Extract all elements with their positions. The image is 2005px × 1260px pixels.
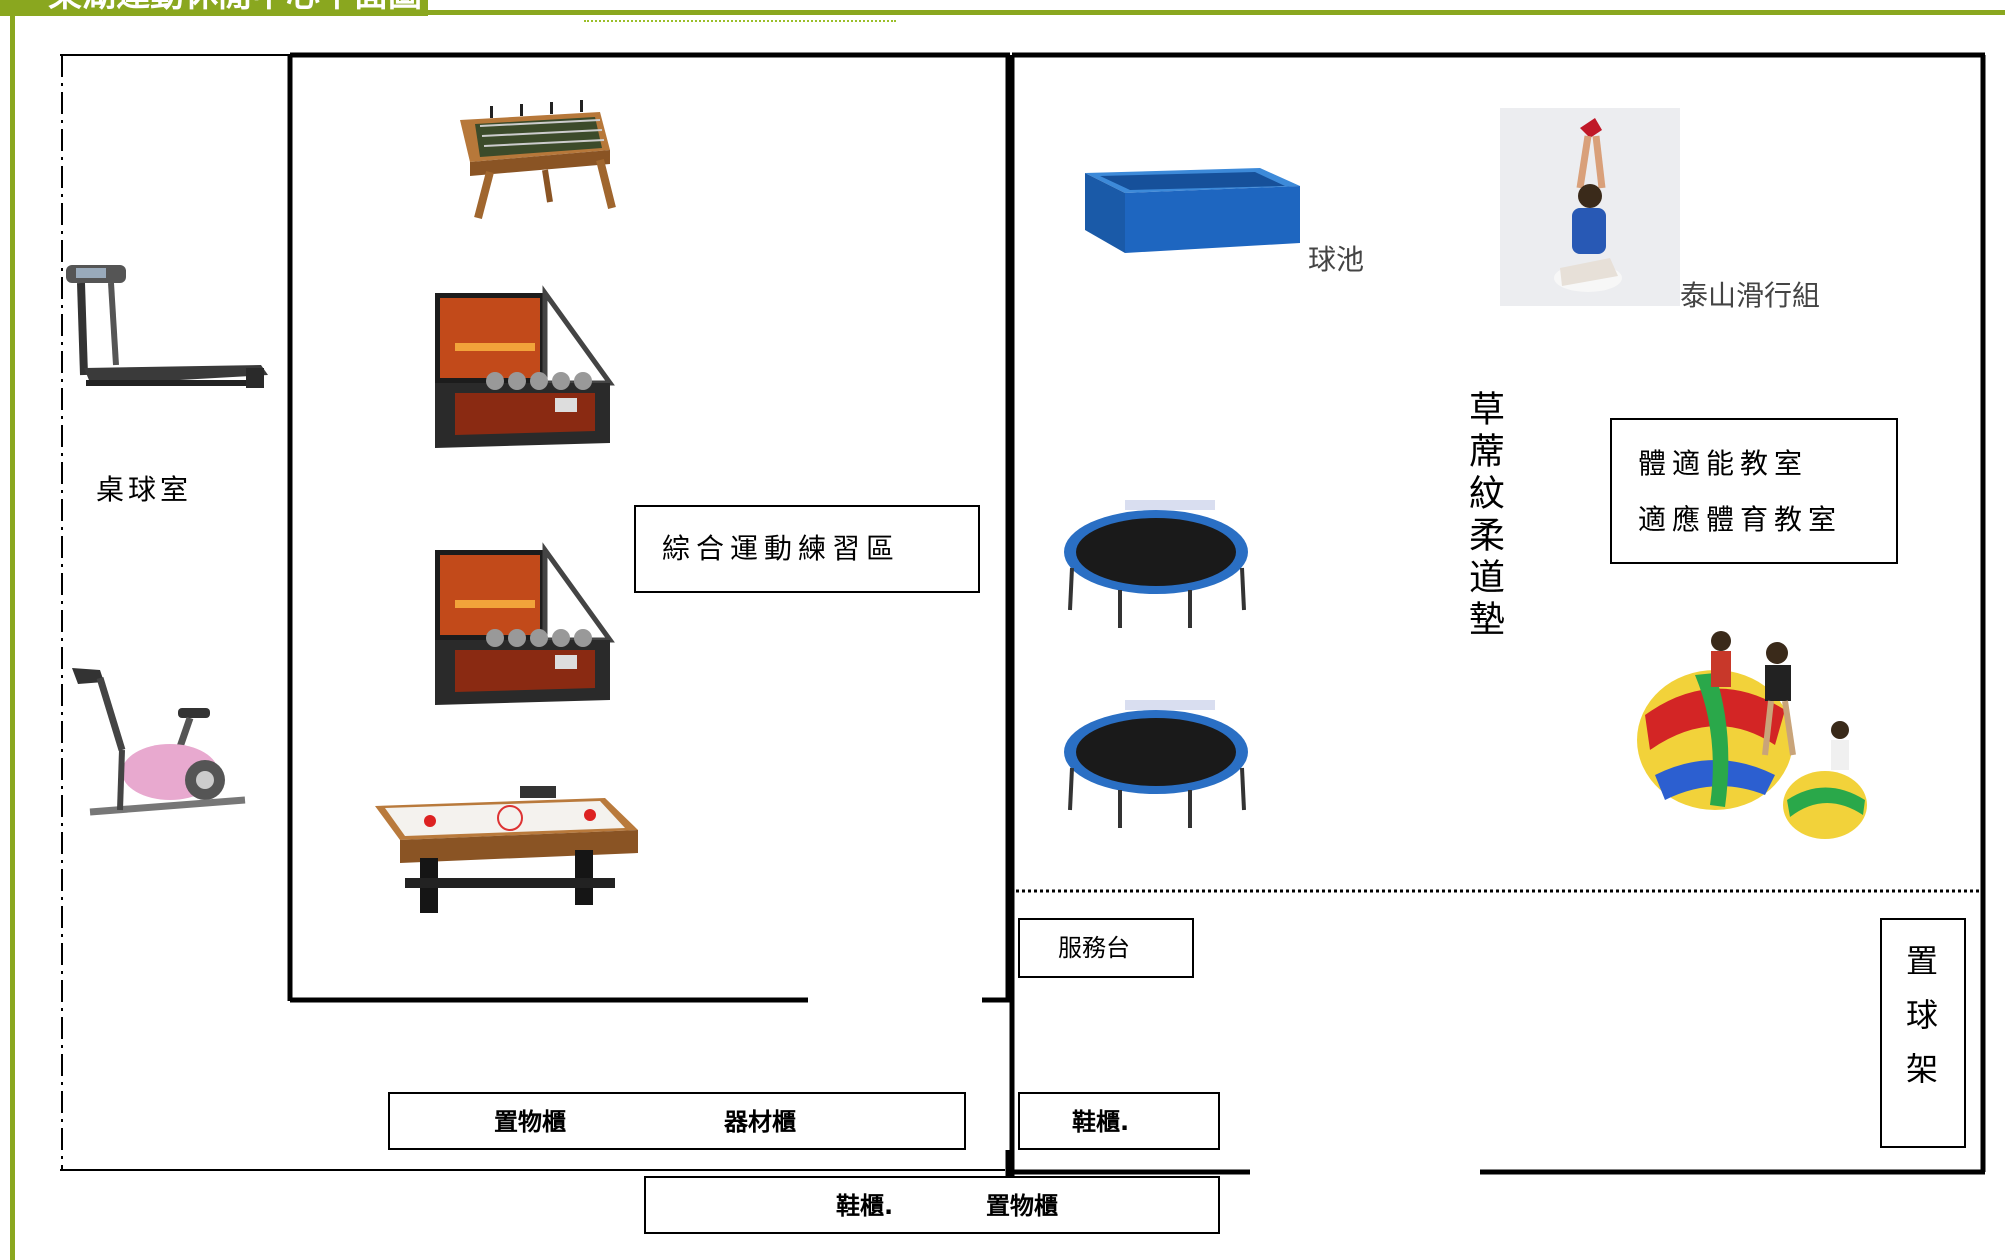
service-desk-label: 服務台 xyxy=(1058,934,1130,962)
trampoline-icon xyxy=(1064,700,1248,828)
spell-underline xyxy=(584,16,896,22)
fitness-classroom-label: 體適能教室 xyxy=(1638,447,1809,480)
adaptive-pe-classroom-label: 適應體育教室 xyxy=(1638,503,1843,536)
bottom-cabinet-box: 鞋櫃. 置物櫃 xyxy=(644,1176,1220,1234)
shoe-cabinet-label: 鞋櫃. xyxy=(1072,1108,1130,1136)
trampoline-icon xyxy=(1064,500,1248,628)
header-rule xyxy=(428,10,2005,15)
climbing-child-icon xyxy=(1554,118,1622,292)
storage-cabinet-label: 置物櫃 xyxy=(494,1108,566,1136)
basketball-arcade-icon xyxy=(435,542,615,705)
bottom-storage-cabinet-label: 置物櫃 xyxy=(986,1192,1058,1220)
practice-area-label: 綜合運動練習區 xyxy=(662,532,901,565)
bottom-shoe-cabinet-label: 鞋櫃. xyxy=(836,1192,894,1220)
header-title: 東湖運動休閒中心平面圖 xyxy=(48,0,422,12)
treadmill-icon xyxy=(66,265,268,388)
play-ball-icon xyxy=(1637,631,1867,839)
basketball-arcade-icon xyxy=(435,285,615,448)
ball-pool-icon xyxy=(1085,168,1300,253)
classroom-box: 體適能教室 適應體育教室 xyxy=(1610,418,1898,564)
equipment-cabinet-label: 器材櫃 xyxy=(724,1108,796,1136)
ball-rack-box: 置球架 xyxy=(1880,918,1966,1148)
taishan-slide-label: 泰山滑行組 xyxy=(1680,279,1821,312)
ball-pool-label: 球池 xyxy=(1308,243,1365,276)
practice-area-box: 綜合運動練習區 xyxy=(634,505,980,593)
shoe-cabinet-box: 鞋櫃. xyxy=(1018,1092,1220,1150)
ball-rack-label: 置球架 xyxy=(1901,944,1939,1106)
service-desk-box: 服務台 xyxy=(1018,918,1194,978)
foosball-table-icon xyxy=(460,100,616,220)
header-tab: 東湖運動休閒中心平面圖 xyxy=(0,0,428,16)
frame-left-border xyxy=(10,10,15,1260)
exercise-bike-icon xyxy=(72,668,246,816)
climbing-child-photo xyxy=(1500,108,1680,306)
judo-mat-label: 草蓆紋柔道墊 xyxy=(1463,390,1504,642)
storage-equipment-cabinet-box: 置物櫃 器材櫃 xyxy=(388,1092,966,1150)
air-hockey-table-icon xyxy=(375,786,638,913)
table-tennis-room-label: 桌球室 xyxy=(96,473,193,506)
